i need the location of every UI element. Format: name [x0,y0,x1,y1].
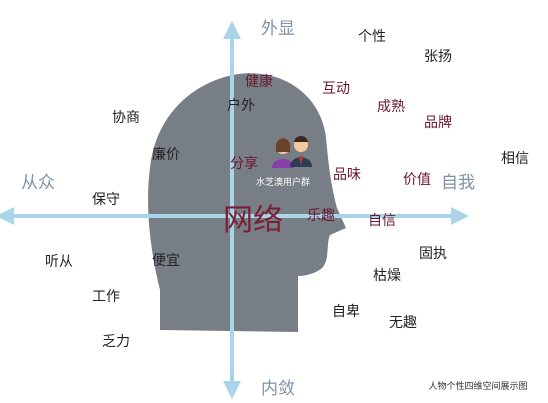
user-group-icon [272,136,312,168]
trait-label: 便宜 [152,253,180,269]
axis-label-bottom: 内敛 [261,379,295,399]
trait-label: 品味 [333,167,361,183]
diagram-caption: 人物个性四维空间展示图 [428,380,527,392]
trait-label: 保守 [92,192,120,208]
trait-label: 枯燥 [373,268,401,284]
user-group-label: 水芝澳用户群 [256,176,310,188]
trait-label: 分享 [230,155,258,172]
trait-label: 互动 [322,81,350,97]
trait-label: 无趣 [389,315,417,331]
trait-label: 品牌 [424,114,452,131]
axis-label-top: 外显 [261,19,295,39]
trait-label: 户外 [227,97,255,114]
trait-label: 固执 [419,246,447,262]
trait-label: 价值 [403,172,431,188]
trait-label: 协商 [112,110,140,126]
center-label: 网络 [223,203,283,238]
trait-label: 成熟 [377,99,405,115]
trait-labels: 个性 张扬 健康 互动 成熟 品牌 户外 协商 相信 廉价 分享 品味 价值 保… [45,29,529,350]
axis-label-left: 从众 [21,173,55,193]
axis-label-right: 自我 [441,173,475,193]
trait-label: 张扬 [424,49,452,65]
trait-label: 个性 [358,29,386,45]
trait-label: 健康 [245,73,273,90]
trait-label: 乐趣 [307,208,335,224]
trait-label: 自信 [368,213,396,229]
trait-label: 廉价 [152,146,180,163]
trait-label: 听从 [45,254,73,270]
trait-label: 工作 [92,289,120,305]
trait-label: 自卑 [332,303,360,320]
trait-label: 乏力 [102,334,130,350]
trait-label: 相信 [501,151,529,167]
